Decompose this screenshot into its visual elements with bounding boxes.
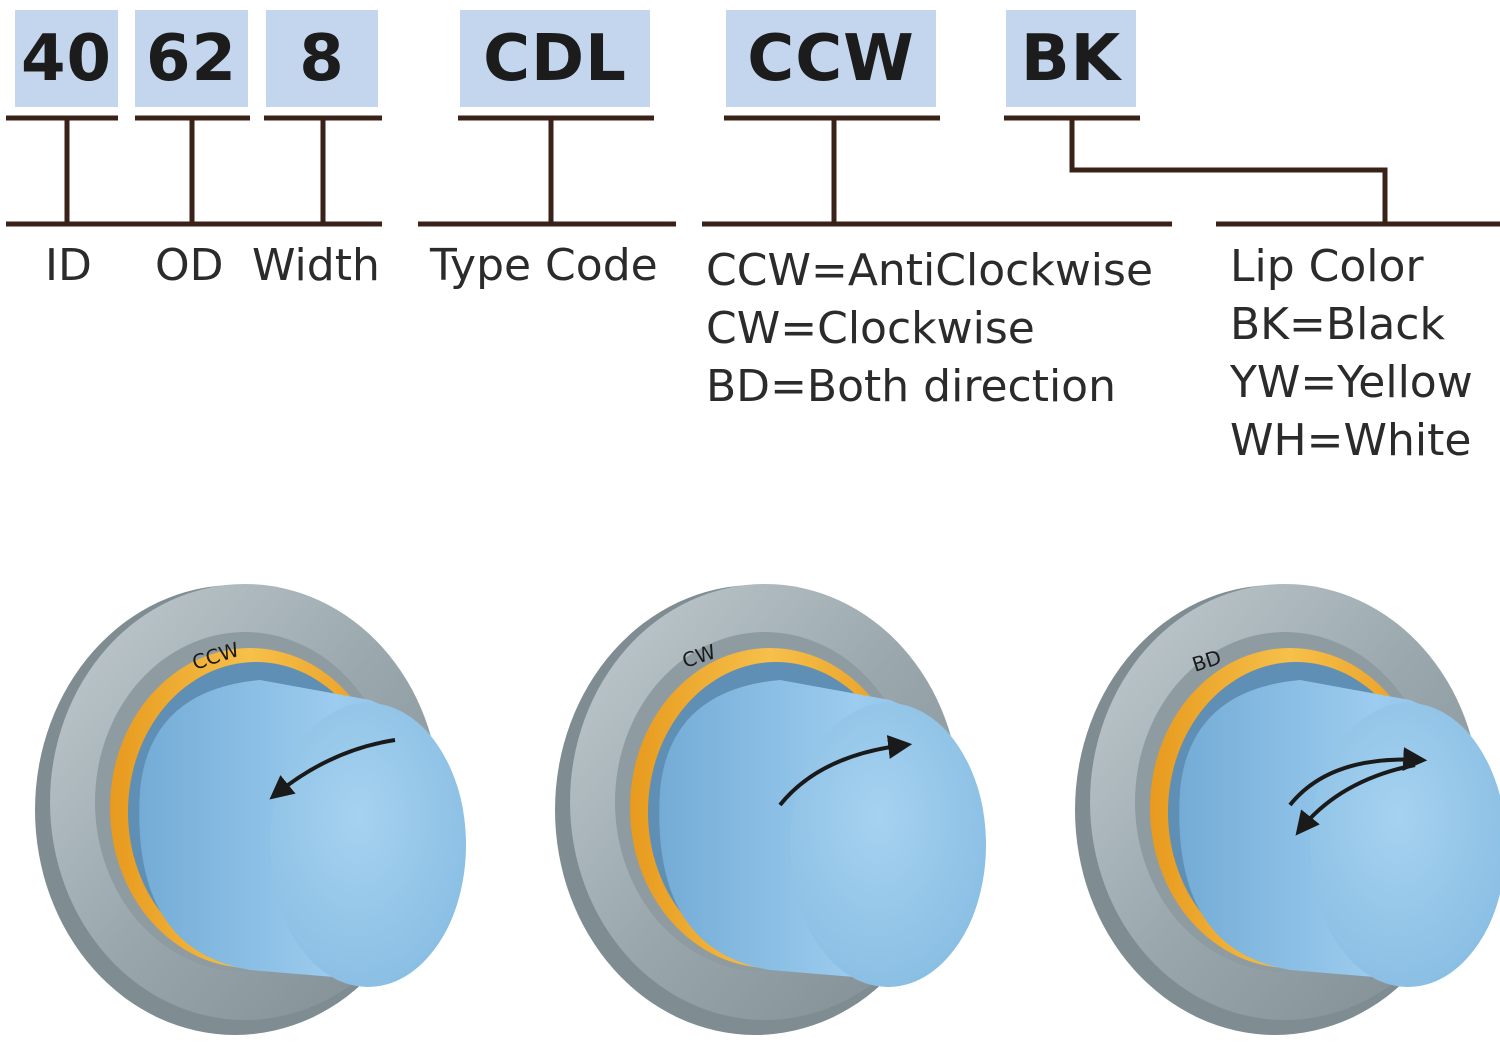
code-type-value: CDL [483, 21, 627, 96]
code-width-box: 8 [266, 10, 378, 107]
seal-cw-illustration: CW [555, 584, 986, 1035]
label-id: ID [45, 240, 92, 291]
label-type-code: Type Code [430, 240, 658, 291]
seal-bd-illustration: BD [1075, 584, 1500, 1035]
code-type-box: CDL [460, 10, 650, 107]
direction-legend-bd: BD=Both direction [706, 361, 1116, 412]
seal-illustrations: CCW CW BD [35, 584, 1500, 1035]
direction-legend-ccw: CCW=AntiClockwise [706, 245, 1154, 296]
color-legend: Lip Color BK=Black YW=Yellow WH=White [1230, 238, 1473, 470]
code-direction-box: CCW [726, 10, 936, 107]
direction-legend: CCW=AntiClockwise CW=Clockwise BD=Both d… [706, 242, 1153, 416]
label-width: Width [252, 240, 380, 291]
code-od-value: 62 [145, 21, 238, 96]
seal-ccw-illustration: CCW [35, 584, 466, 1035]
connector-lines [6, 115, 1500, 227]
code-width-value: 8 [299, 21, 345, 96]
color-legend-yellow: YW=Yellow [1230, 357, 1473, 408]
label-od: OD [155, 240, 224, 291]
color-legend-black: BK=Black [1230, 299, 1445, 350]
color-legend-title: Lip Color [1230, 241, 1424, 292]
direction-legend-cw: CW=Clockwise [706, 303, 1035, 354]
code-color-value: BK [1020, 21, 1122, 96]
code-od-box: 62 [135, 10, 248, 107]
code-direction-value: CCW [747, 21, 915, 96]
code-id-box: 40 [15, 10, 118, 107]
code-id-value: 40 [20, 21, 113, 96]
color-legend-white: WH=White [1230, 415, 1472, 466]
code-color-box: BK [1006, 10, 1136, 107]
